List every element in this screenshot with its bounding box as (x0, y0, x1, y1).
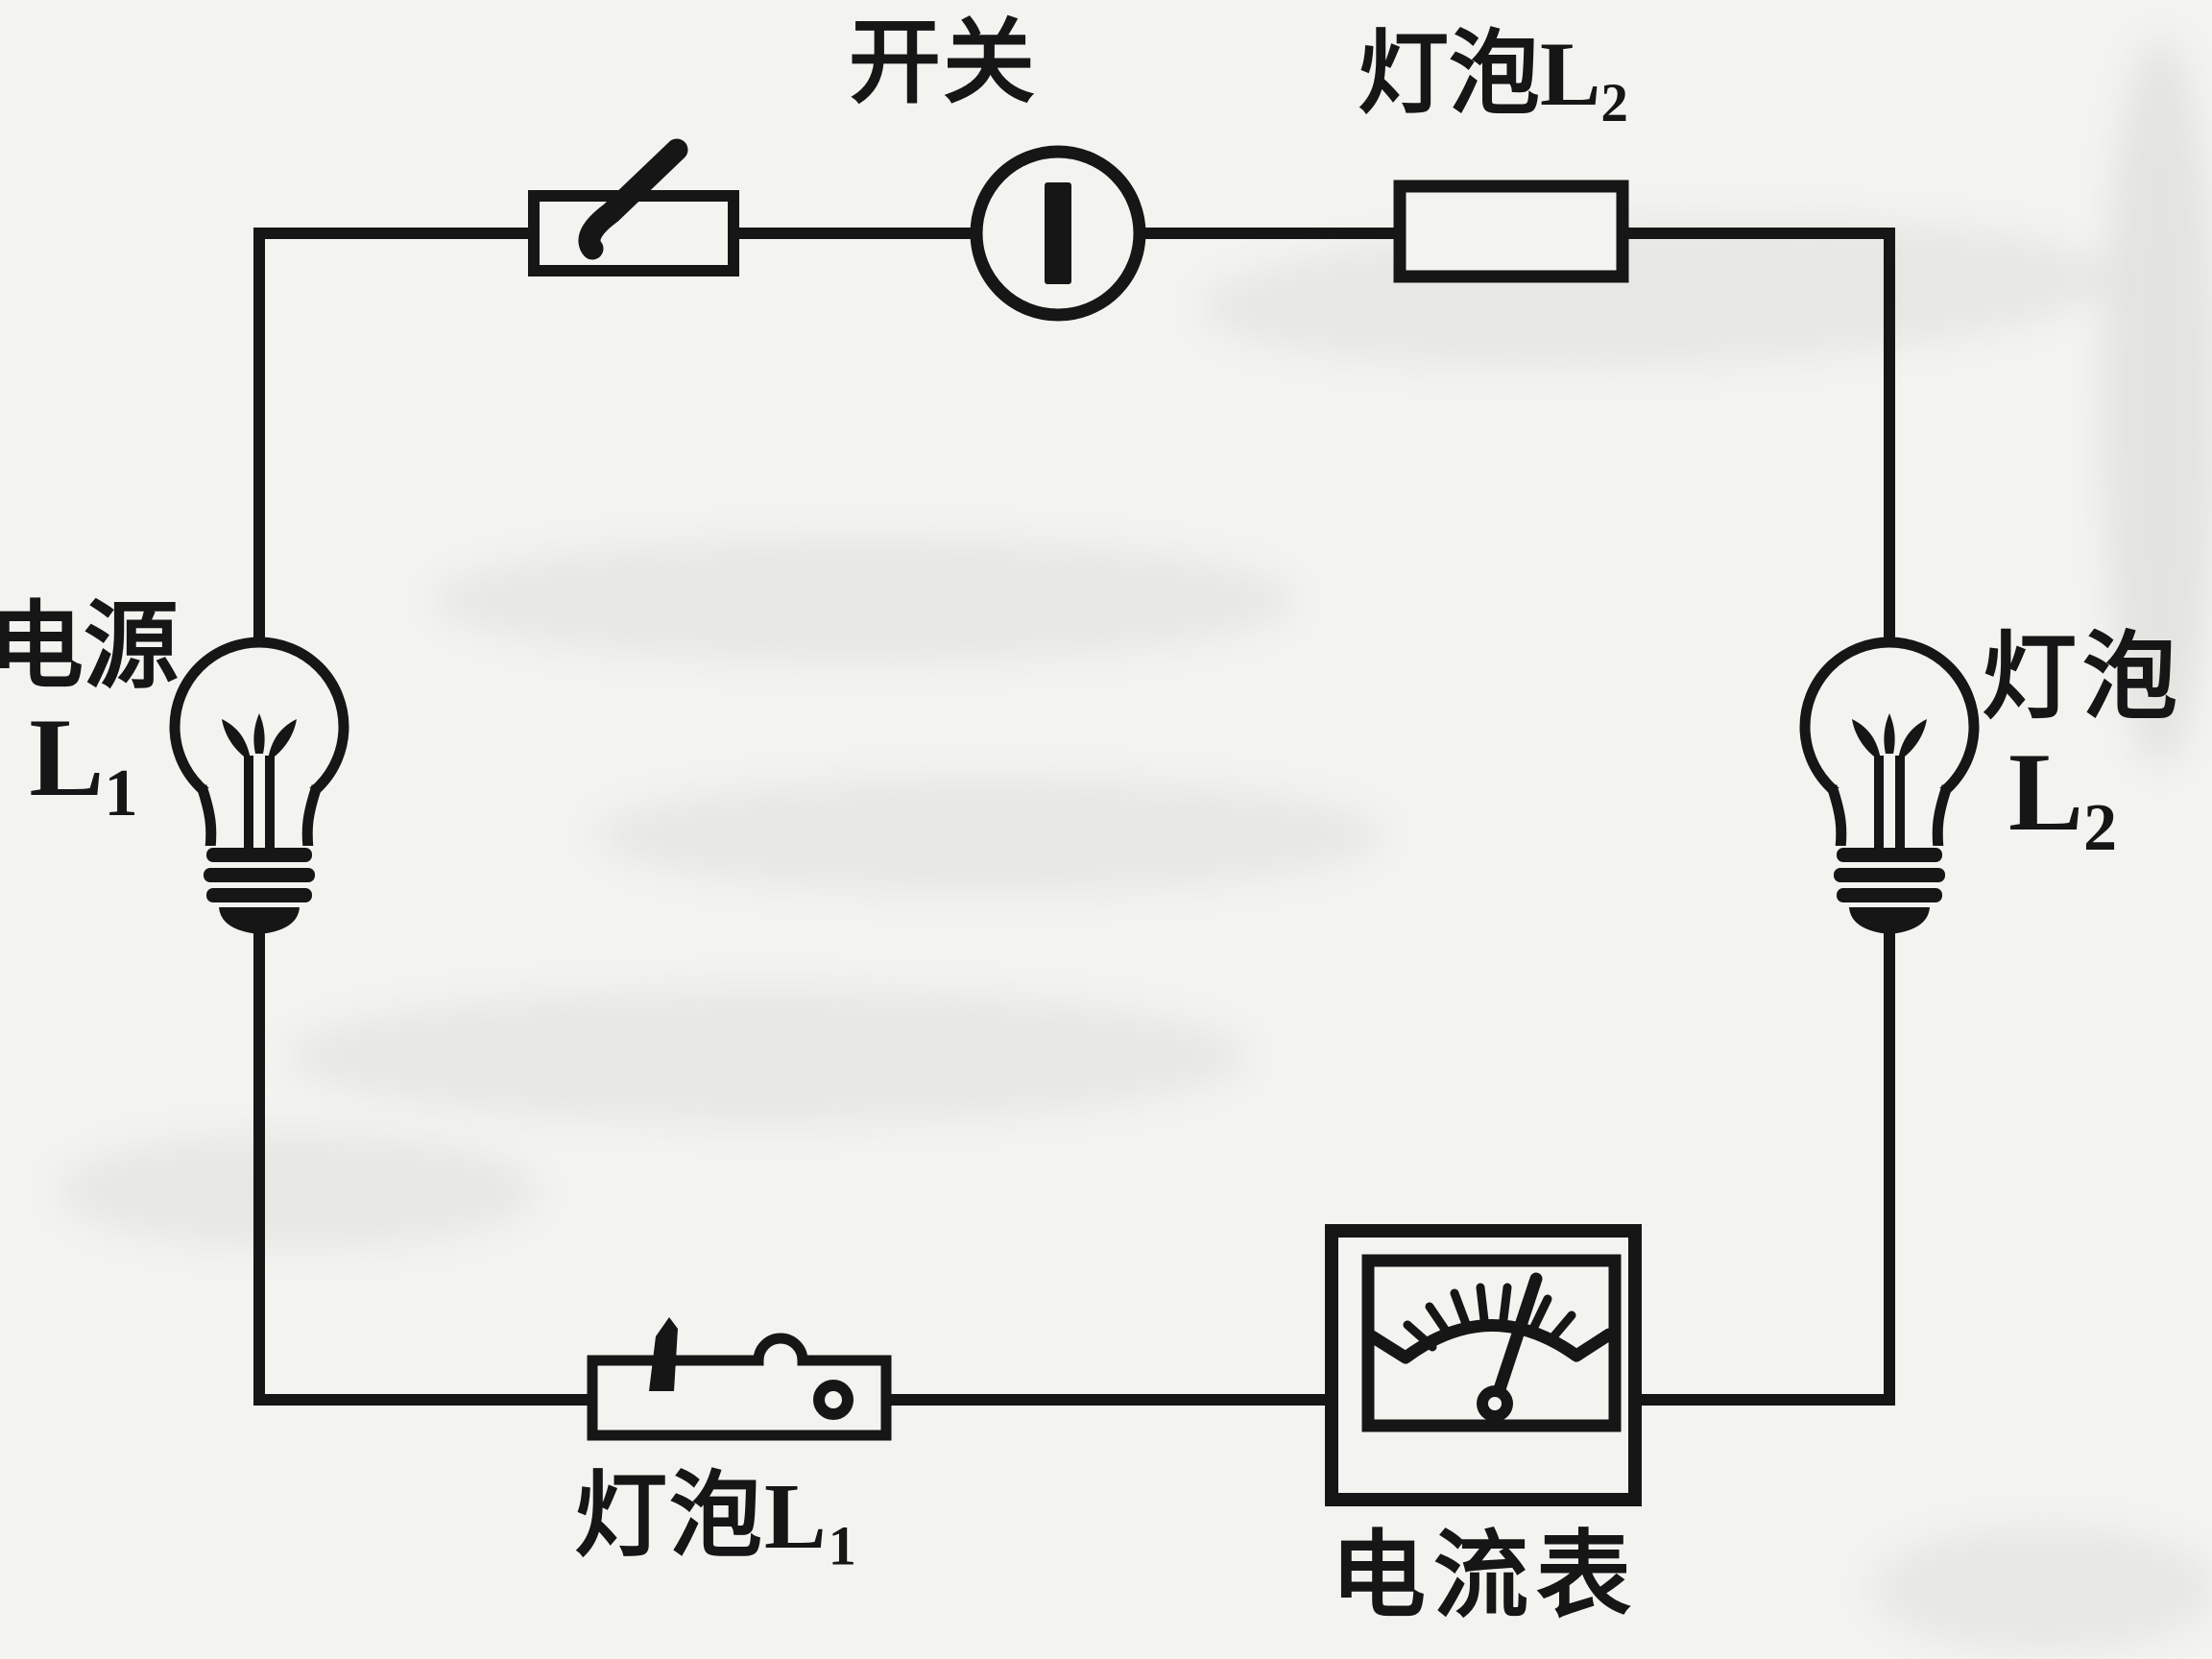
label-bulb-l2-right: 灯泡 L2 (1982, 626, 2183, 863)
label-bulb-l2-top-text: 灯泡L (1358, 23, 1601, 125)
label-bulb-l1-bottom-text: 灯泡L (574, 1465, 829, 1568)
terminal-screw (813, 1380, 854, 1420)
meter-scale-arc (1365, 1319, 1616, 1364)
label-bulb-l2-right-subscript: 2 (2083, 790, 2118, 865)
switch-blade (578, 138, 688, 260)
meter-needle (1488, 1272, 1543, 1410)
label-bulb-l1-bottom-subscript: 1 (828, 1514, 858, 1577)
label-bulb-l2-right-base: L (2008, 730, 2084, 854)
label-bulb-l2-top: 灯泡L2 (1358, 27, 1628, 132)
label-bulb-l1-bottom: 灯泡L1 (574, 1468, 858, 1577)
left-bulb-drawing (175, 642, 344, 934)
label-source-text: 电源 (0, 595, 179, 700)
right-bulb-drawing (1805, 642, 1974, 934)
label-bulb-l2-right-text: 灯泡 (1982, 626, 2183, 731)
resistor-rectangle-symbol (1393, 180, 1629, 283)
vertical-bar (1045, 182, 1071, 284)
label-source-l1: 电源 L1 (0, 595, 186, 829)
wire-loop (253, 228, 1895, 1406)
label-source-l1-line2: L1 (0, 700, 186, 829)
label-ammeter-text: 电流表 (1331, 1525, 1639, 1629)
ammeter-drawing (1325, 1224, 1642, 1506)
label-ammeter: 电流表 (1331, 1525, 1639, 1629)
knife-switch-drawing (587, 1317, 892, 1441)
label-source-l1-base: L (29, 695, 105, 820)
switch-handle (649, 1317, 678, 1391)
open-switch-symbol (528, 138, 739, 276)
label-bulb-l2-right-line2: L2 (2008, 734, 2183, 863)
label-switch: 开关 (849, 15, 1037, 111)
label-switch-text: 开关 (849, 12, 1037, 114)
meter-face (1361, 1254, 1622, 1432)
label-source-l1-subscript: 1 (104, 756, 138, 830)
meter-scale-ticks (1403, 1283, 1576, 1352)
circle-bar-symbol (970, 145, 1146, 322)
label-bulb-l2-top-subscript: 2 (1600, 73, 1628, 134)
